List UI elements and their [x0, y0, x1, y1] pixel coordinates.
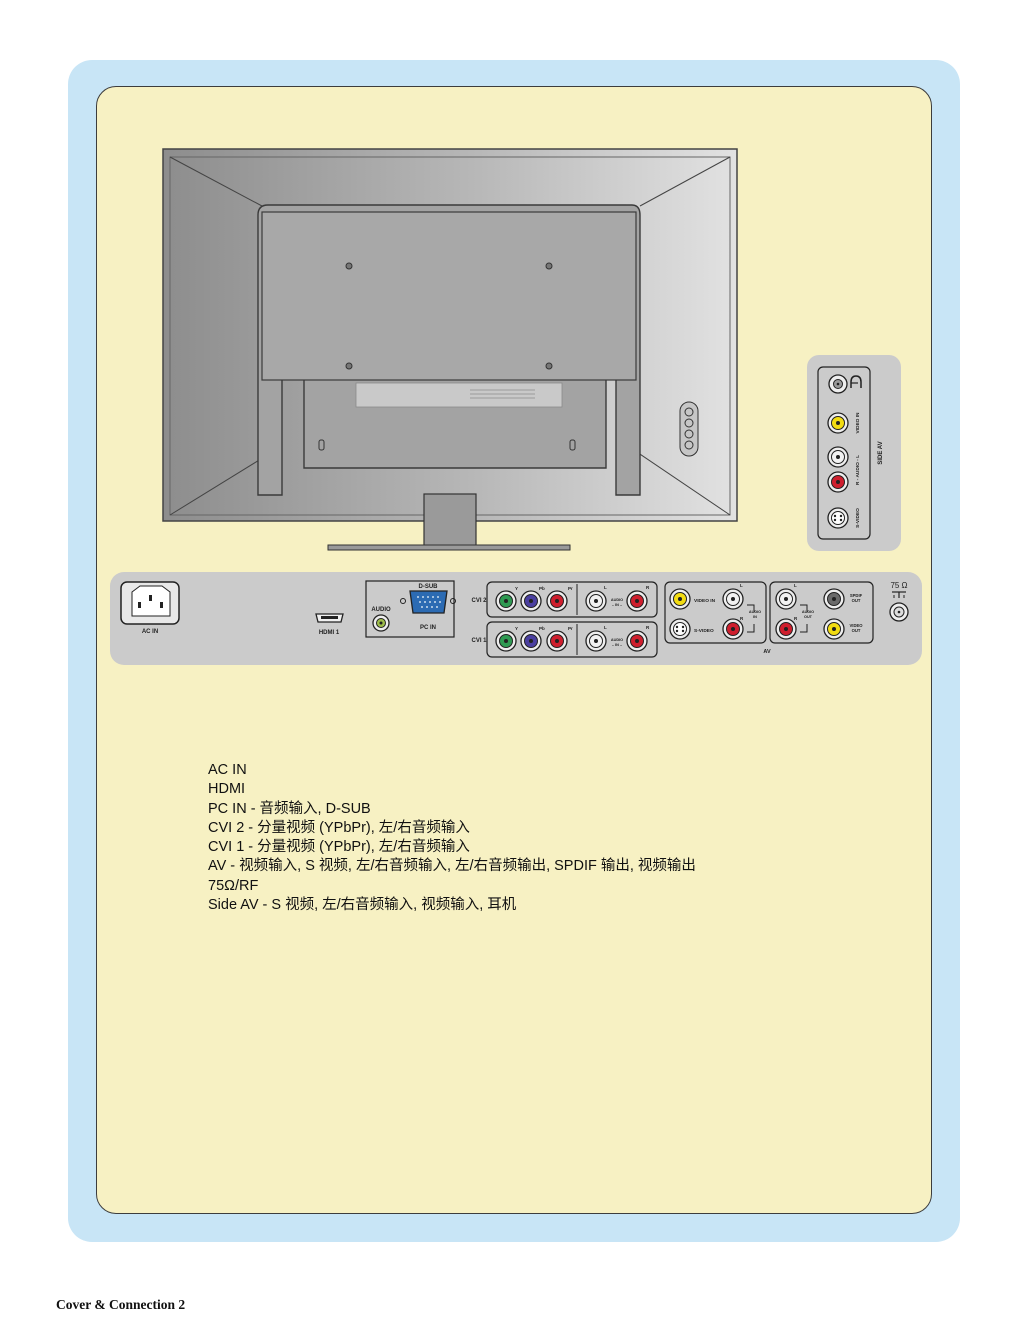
- connection-description: AC IN HDMI PC IN - 音频输入, D-SUB CVI 2 - 分…: [208, 761, 696, 915]
- cvi1-r: R: [646, 625, 650, 630]
- pc-audio-jack[interactable]: [372, 614, 390, 632]
- cvi2-l: L: [604, 585, 607, 590]
- av-audio-in-r-jack[interactable]: [722, 618, 744, 640]
- cvi1-audio: AUDIO: [611, 638, 623, 642]
- desc-line-cvi2: CVI 2 - 分量视频 (YPbPr), 左/右音频输入: [208, 819, 470, 836]
- av-video-in-label: VIDEO IN: [694, 598, 716, 604]
- cvi2-label: CVI 2: [471, 598, 487, 604]
- av-audio-in-2: IN: [753, 615, 757, 619]
- pc-in-label: PC IN: [420, 625, 436, 631]
- ac-in-label: AC IN: [142, 629, 158, 635]
- hdmi-port[interactable]: [315, 613, 344, 623]
- side-av-panel: VIDEO IN R - AUDIO - L S-VIDEO SIDE AV: [807, 355, 901, 551]
- av-audio-in-1: AUDIO: [749, 610, 761, 614]
- cvi2-audio: AUDIO: [611, 598, 623, 602]
- side-audio-r-jack[interactable]: [827, 471, 849, 493]
- spdif-out-jack[interactable]: [823, 588, 845, 610]
- dsub-port[interactable]: [409, 590, 448, 614]
- antenna-icon: [892, 591, 906, 598]
- side-video-in-jack[interactable]: [827, 412, 849, 434]
- av-in-l: L: [740, 583, 743, 588]
- hdmi1-label: HDMI 1: [319, 630, 340, 636]
- cvi1-audio-r-jack[interactable]: [626, 630, 648, 652]
- cvi2-in: – IN –: [612, 603, 622, 607]
- cvi1-in: – IN –: [612, 643, 622, 647]
- page-footer: Cover & Connection 2: [56, 1297, 186, 1312]
- cvi1-pr-jack[interactable]: [546, 630, 568, 652]
- cvi2-pb: Pb: [539, 586, 545, 591]
- spdif-label-2: OUT: [852, 598, 861, 603]
- desc-line-cvi1: CVI 1 - 分量视频 (YPbPr), 左/右音频输入: [208, 839, 470, 856]
- cvi1-pb-jack[interactable]: [520, 630, 542, 652]
- rf-75-ohm-jack[interactable]: [889, 602, 909, 622]
- cvi2-pr: Pr: [568, 586, 573, 591]
- av-audio-out-r-jack[interactable]: [775, 618, 797, 640]
- cvi2-audio-l-jack[interactable]: [585, 590, 607, 612]
- cvi1-audio-l-jack[interactable]: [585, 630, 607, 652]
- av-audio-out-1: AUDIO: [802, 610, 814, 614]
- side-svideo-label: S-VIDEO: [855, 508, 861, 528]
- av-audio-in-l-jack[interactable]: [722, 588, 744, 610]
- side-audio-l-jack[interactable]: [827, 446, 849, 468]
- av-label: AV: [763, 649, 771, 655]
- headphone-icon: [850, 375, 862, 388]
- connector-panel: AC IN HDMI 1 D-SUB AUDIO PC IN CVI: [110, 572, 922, 665]
- side-svideo-jack[interactable]: [827, 507, 849, 529]
- desc-line-av: AV - 视频输入, S 视频, 左/右音频输入, 左/右音频输出, SPDIF…: [208, 858, 696, 875]
- ac-in-socket[interactable]: [120, 581, 180, 625]
- side-video-in-label: VIDEO IN: [855, 412, 861, 434]
- av-video-in-jack[interactable]: [669, 588, 691, 610]
- cvi2-audio-r-jack[interactable]: [626, 590, 648, 612]
- cvi1-l: L: [604, 625, 607, 630]
- desc-line-rf: 75Ω/RF: [208, 877, 259, 894]
- desc-line-pc-in: PC IN - 音频输入, D-SUB: [208, 800, 371, 817]
- cvi1-label: CVI 1: [471, 638, 487, 644]
- spdif-label-1: SPDIF: [850, 593, 863, 598]
- av-svideo-jack[interactable]: [669, 618, 691, 640]
- cvi2-y-jack[interactable]: [495, 590, 517, 612]
- side-audio-label: R - AUDIO - L: [855, 455, 861, 485]
- cvi2-y: Y: [515, 586, 518, 591]
- tv-rear-illustration: [162, 148, 738, 551]
- cvi1-y: Y: [515, 626, 518, 631]
- side-av-label: SIDE AV: [878, 441, 884, 464]
- av-in-r: R: [740, 616, 744, 621]
- cvi2-r: R: [646, 585, 650, 590]
- cvi1-pb: Pb: [539, 626, 545, 631]
- cvi2-pr-jack[interactable]: [546, 590, 568, 612]
- video-out-jack[interactable]: [823, 618, 845, 640]
- dsub-label: D-SUB: [419, 584, 439, 590]
- cvi2-pb-jack[interactable]: [520, 590, 542, 612]
- av-audio-out-2: OUT: [804, 615, 813, 619]
- headphone-jack[interactable]: [828, 374, 848, 394]
- av-audio-out-l-jack[interactable]: [775, 588, 797, 610]
- pc-audio-label: AUDIO: [371, 607, 391, 613]
- desc-line-ac-in: AC IN: [208, 762, 247, 778]
- video-out-label-2: OUT: [852, 628, 861, 633]
- av-out-r: R: [794, 616, 798, 621]
- cvi1-pr: Pr: [568, 626, 573, 631]
- ohm-label: 75 Ω: [890, 581, 907, 590]
- av-svideo-label: S-VIDEO: [694, 628, 714, 634]
- desc-line-hdmi: HDMI: [208, 781, 246, 798]
- av-out-l: L: [794, 583, 797, 588]
- video-out-label-1: VIDEO: [849, 623, 863, 628]
- cvi1-y-jack[interactable]: [495, 630, 517, 652]
- desc-line-side-av: Side AV - S 视频, 左/右音频输入, 视频输入, 耳机: [208, 897, 517, 914]
